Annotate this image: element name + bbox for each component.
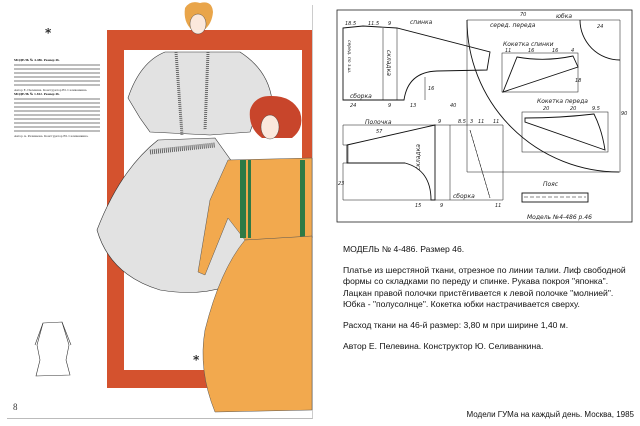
small-dress-sketch (34, 321, 72, 377)
measure: 11 (478, 119, 484, 125)
orange-bodice (197, 157, 313, 276)
grey-dress-figure (96, 2, 273, 293)
back-yoke-box (501, 52, 579, 93)
measure: 23 (338, 181, 344, 187)
fabric-consumption: Расход ткани на 46-й размер: 3,80 м при … (343, 320, 569, 331)
measure: 11 (493, 119, 499, 125)
source-caption: Модели ГУМа на каждый день. Москва, 1985 (466, 410, 634, 419)
label-belt: Пояс (543, 181, 559, 188)
label-front-yoke: Кокетка переда (537, 98, 588, 105)
description-title: МОДЕЛЬ № 4-486. Размер 46. (343, 244, 465, 254)
measure: 16 (528, 48, 534, 54)
measure: 11 (505, 48, 511, 54)
front-yoke (524, 113, 606, 151)
model1-author: Автор Е. Пелевина. Конструктор Ю. Селива… (14, 88, 88, 92)
measure: 9 (440, 203, 443, 209)
measure: 20 (570, 106, 576, 112)
measure: 11.5 (368, 21, 379, 27)
measure: 8.5 (458, 119, 466, 125)
measure: 90 (621, 111, 627, 117)
label-gather: сборка (350, 93, 372, 100)
label-pleat: складка (415, 144, 422, 170)
skirt-waist-arc (579, 19, 621, 61)
face-1 (189, 13, 207, 35)
grey-bodice (127, 51, 273, 136)
authors: Автор Е. Пелевина. Конструктор Ю. Селива… (343, 341, 544, 352)
description-body: Платье из шерстяной ткани, отрезное по л… (343, 265, 626, 309)
belt-piece (521, 192, 589, 203)
measure: 3 (470, 119, 473, 125)
model2-title: МОДЕЛЬ № 1-812. Размер 46. (14, 92, 60, 96)
label-center-back: серед. по з.ш. (346, 40, 351, 73)
label-gather: сборка (453, 193, 475, 200)
measure: 13 (410, 103, 416, 109)
front-piece (346, 124, 436, 201)
measure: 11 (495, 203, 501, 209)
fashion-illustration (34, 2, 313, 413)
asterisk-mark: * (45, 26, 52, 40)
model2-author: Автор А. Резникова. Конструктор Ю. Селив… (14, 134, 89, 138)
model-descriptions: МОДЕЛЬ № 4-486. Размер 46. Автор Е. Пеле… (14, 58, 100, 138)
measure: 16 (428, 86, 434, 92)
measure: 18 (575, 78, 581, 84)
model1-title: МОДЕЛЬ № 4-486. Размер 46. (14, 58, 60, 62)
model-label: Модель №4-486 р.46 (527, 214, 592, 221)
back-piece (342, 25, 491, 101)
orange-dress-figure (197, 95, 313, 413)
measure: 4 (571, 48, 574, 54)
orange-skirt (202, 235, 313, 413)
asterisk-mark: * (193, 353, 200, 367)
sewing-pattern: спинка юбка серед. переда Кокетка спинки… (336, 9, 633, 223)
measure: 20 (543, 106, 549, 112)
green-stripe (240, 160, 246, 238)
label-front: Полочка (365, 119, 392, 126)
label-pleat: складка (385, 50, 392, 76)
label-back-yoke: Кокетка спинки (503, 41, 554, 48)
measure: 40 (450, 103, 456, 109)
back-yoke (502, 55, 579, 93)
lace-yoke (149, 142, 216, 155)
measure: 70 (520, 12, 526, 18)
measure: 9.5 (592, 106, 600, 112)
label-center-front: серед. переда (490, 22, 536, 29)
model-description: МОДЕЛЬ № 4-486. Размер 46. Платье из шер… (343, 244, 633, 362)
measure: 9 (388, 21, 391, 27)
measure: 15 (415, 203, 421, 209)
front-yoke-box (521, 111, 609, 153)
measure: 24 (350, 103, 356, 109)
page-number: 8 (13, 402, 18, 412)
measure: 18.5 (345, 21, 356, 27)
label-skirt: юбка (556, 13, 572, 20)
skirt-frame (466, 19, 621, 173)
measure: 57 (376, 129, 383, 135)
measure: 24 (597, 24, 603, 30)
pattern-border (336, 9, 633, 223)
measure: 9 (438, 119, 441, 125)
measure: 16 (552, 48, 558, 54)
face-2 (260, 114, 280, 140)
skirt-arc (466, 19, 620, 173)
measure: 9 (388, 103, 391, 109)
front-piece-frame (342, 124, 504, 201)
label-back: спинка (410, 19, 433, 26)
